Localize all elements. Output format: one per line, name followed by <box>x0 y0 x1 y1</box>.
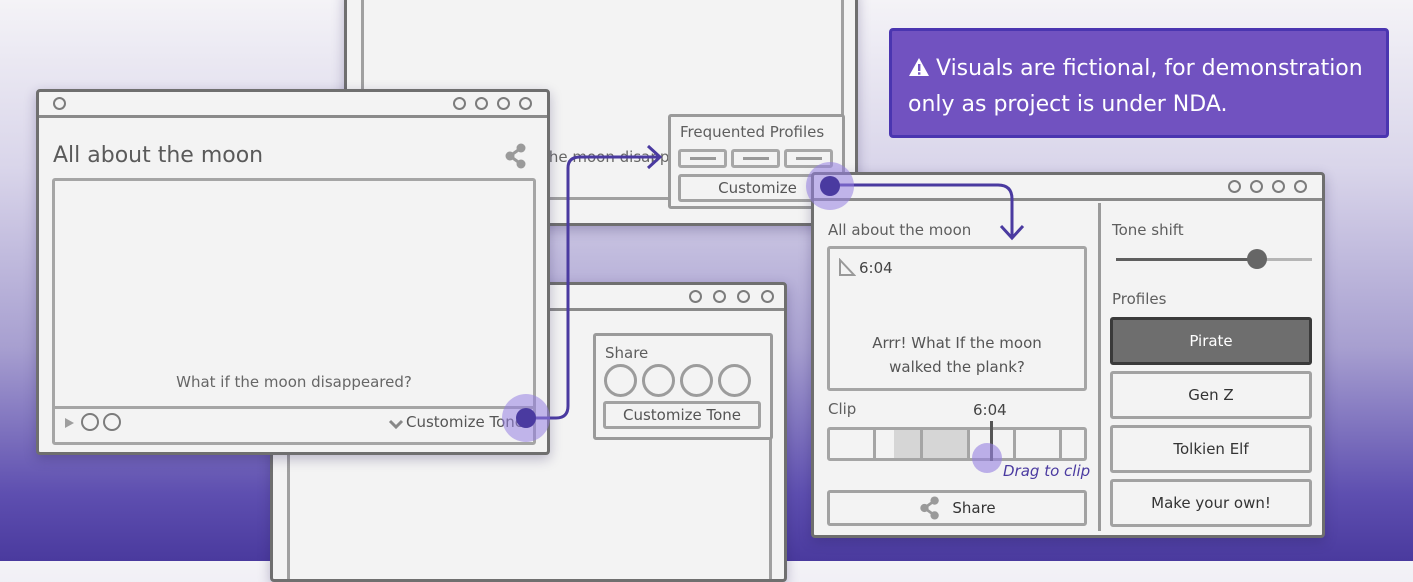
window-circle-icon[interactable] <box>519 97 532 110</box>
clip-divider <box>1013 430 1016 458</box>
control-circle-icon[interactable] <box>81 413 99 431</box>
drag-to-clip-hint: Drag to clip <box>1003 462 1091 480</box>
profile-chip-1[interactable] <box>678 149 727 168</box>
clip-strip[interactable] <box>827 427 1087 461</box>
clip-selection <box>894 430 968 458</box>
clip-divider <box>967 430 970 458</box>
transcript-line-1: Arrr! What If the moon <box>872 334 1042 352</box>
frequented-profiles-popup: Frequented Profiles Customize <box>668 114 845 209</box>
frequented-profiles-title: Frequented Profiles <box>680 123 825 141</box>
clip-divider <box>920 430 923 458</box>
chip-line <box>690 157 716 160</box>
tone-shift-label: Tone shift <box>1112 221 1184 239</box>
share-target-icon[interactable] <box>680 364 713 397</box>
window-circle-icon[interactable] <box>497 97 510 110</box>
tone-editor-window: All about the moon 6:04 Arrr! What If th… <box>811 172 1325 538</box>
player-window: All about the moon What if the moon disa… <box>36 89 550 455</box>
warning-icon <box>909 58 929 76</box>
window-circle-icon[interactable] <box>53 97 66 110</box>
player-titlebar <box>39 92 547 118</box>
transcript-time: 6:04 <box>859 259 893 277</box>
chip-line <box>796 157 822 160</box>
control-circle-icon[interactable] <box>103 413 121 431</box>
share-popup-title: Share <box>605 344 649 362</box>
slider-fill <box>1116 258 1258 261</box>
share-target-icon[interactable] <box>642 364 675 397</box>
nda-banner: Visuals are fictional, for demonstration… <box>889 28 1389 138</box>
page-title: All about the moon <box>53 143 264 168</box>
window-circle-icon[interactable] <box>1294 180 1307 193</box>
arrow-to-profiles <box>528 155 658 420</box>
column-divider <box>1098 203 1101 531</box>
play-icon[interactable] <box>64 417 76 429</box>
customize-tone-link[interactable]: Customize Tone <box>406 413 525 431</box>
drag-handle[interactable] <box>972 443 1002 473</box>
share-button[interactable]: Share <box>827 490 1087 526</box>
left-rail <box>287 455 290 579</box>
touch-point <box>516 408 536 428</box>
customize-tone-button[interactable]: Customize Tone <box>603 401 761 429</box>
flow-arrows <box>528 144 1025 420</box>
clip-playhead[interactable] <box>990 421 993 461</box>
window-circle-icon[interactable] <box>1272 180 1285 193</box>
clip-time: 6:04 <box>973 401 1007 419</box>
clip-divider <box>873 430 876 458</box>
share-target-icon[interactable] <box>604 364 637 397</box>
arrow-to-editor <box>830 183 1014 236</box>
controls-bar-divider <box>55 406 533 409</box>
share-popup: Share Customize Tone <box>593 333 773 440</box>
clip-label: Clip <box>828 400 857 418</box>
profile-button-gen-z[interactable]: Gen Z <box>1110 371 1312 419</box>
play-icon[interactable] <box>838 258 856 278</box>
transcript-card: 6:04 Arrr! What If the moon walked the p… <box>827 246 1087 391</box>
window-circle-icon[interactable] <box>1228 180 1241 193</box>
share-icon[interactable] <box>504 143 528 169</box>
arrowhead-icon <box>646 144 663 170</box>
nda-banner-text: Visuals are fictional, for demonstration… <box>908 56 1363 117</box>
window-circle-icon[interactable] <box>453 97 466 110</box>
video-caption: What if the moon disappeared? <box>176 373 412 391</box>
share-button-label: Share <box>952 499 996 517</box>
transcript-line-2: walked the plank? <box>889 358 1025 376</box>
window-circle-icon[interactable] <box>737 290 750 303</box>
share-icon <box>920 496 940 520</box>
profile-chip-2[interactable] <box>731 149 780 168</box>
tone-shift-slider[interactable] <box>1116 249 1312 279</box>
window-circle-icon[interactable] <box>475 97 488 110</box>
chevron-down-icon <box>388 419 404 429</box>
tone-editor-titlebar <box>814 175 1322 201</box>
share-target-icon[interactable] <box>718 364 751 397</box>
bottom-bar <box>361 197 855 200</box>
window-circle-icon[interactable] <box>689 290 702 303</box>
profile-button-make-your-own[interactable]: Make your own! <box>1110 479 1312 527</box>
right-rail <box>841 0 844 117</box>
profile-button-pirate[interactable]: Pirate <box>1110 317 1312 365</box>
profiles-label: Profiles <box>1112 290 1167 308</box>
chip-line <box>743 157 769 160</box>
clip-divider <box>1059 430 1062 458</box>
video-frame: What if the moon disappeared? Customize … <box>52 178 536 445</box>
slider-thumb[interactable] <box>1247 249 1268 269</box>
right-rail <box>769 435 772 579</box>
window-circle-icon[interactable] <box>761 290 774 303</box>
profile-button-tolkien-elf[interactable]: Tolkien Elf <box>1110 425 1312 473</box>
touch-point <box>820 176 840 196</box>
arrowhead-icon <box>999 224 1025 241</box>
editor-title: All about the moon <box>828 221 972 239</box>
window-circle-icon[interactable] <box>1250 180 1263 193</box>
window-circle-icon[interactable] <box>713 290 726 303</box>
